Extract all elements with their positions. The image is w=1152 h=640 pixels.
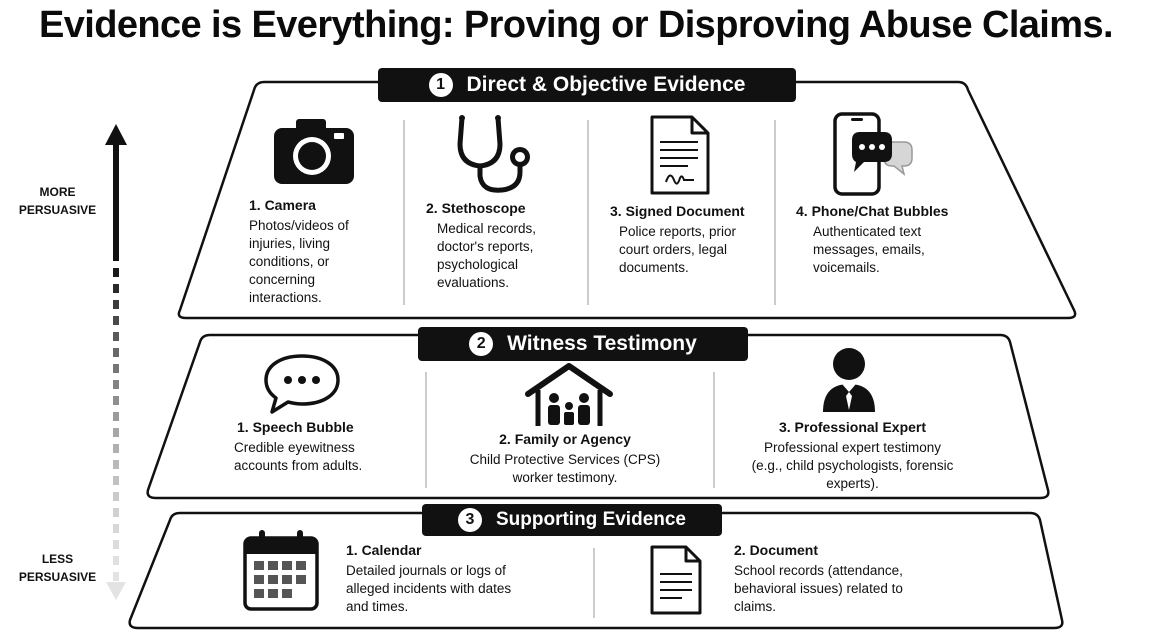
- tier-2-item-family-agency: 2. Family or Agency Child Protective Ser…: [460, 431, 670, 487]
- tier-3-item-calendar: 1. Calendar Detailed journals or logs of…: [346, 542, 546, 616]
- tier-2-label: Witness Testimony: [507, 332, 697, 355]
- item-name: 3. Signed Document: [610, 203, 745, 219]
- item-description: Photos/videos of injuries, living condit…: [249, 218, 349, 305]
- item-description: Credible eyewitness accounts from adults…: [234, 440, 363, 473]
- item-description: Professional expert testimony (e.g., chi…: [751, 440, 954, 491]
- tier-1-item-stethoscope: 2. Stethoscope Medical records, doctor's…: [426, 200, 584, 292]
- document-icon: [650, 545, 702, 615]
- tier-1-number: 1: [428, 73, 453, 97]
- item-name: 2. Document: [734, 542, 819, 558]
- tier-3-panel: [128, 511, 1064, 630]
- signed-document-icon: [650, 115, 710, 195]
- tier-3-number: 3: [457, 508, 482, 532]
- item-name: 1. Camera: [249, 197, 316, 213]
- item-name: 2. Stethoscope: [426, 200, 526, 216]
- tier-1-label: Direct & Objective Evidence: [466, 73, 746, 96]
- tier-1-item-signed-document: 3. Signed Document Police reports, prior…: [610, 203, 770, 277]
- tier-1-item-phone-chat: 4. Phone/Chat Bubbles Authenticated text…: [796, 203, 996, 277]
- item-description: Authenticated text messages, emails, voi…: [813, 224, 925, 275]
- item-name: 4. Phone/Chat Bubbles: [796, 203, 949, 219]
- tier-1-header: 1 Direct & Objective Evidence: [378, 68, 796, 102]
- item-name: 3. Professional Expert: [778, 419, 927, 435]
- tier-2-item-speech-bubble: 1. Speech Bubble Credible eyewitness acc…: [234, 419, 414, 475]
- more-persuasive-label: MORE PERSUASIVE: [18, 185, 97, 217]
- tier-1-item-camera: 1. Camera Photos/videos of injuries, liv…: [249, 197, 399, 307]
- item-name: 1. Calendar: [346, 542, 422, 558]
- item-name: 2. Family or Agency: [499, 431, 631, 447]
- item-description: Child Protective Services (CPS) worker t…: [469, 452, 661, 485]
- tier-2-item-professional-expert: 3. Professional Expert Professional expe…: [750, 419, 955, 493]
- camera-icon: [274, 119, 354, 184]
- item-description: School records (attendance, behavioral i…: [734, 563, 903, 614]
- persuasiveness-arrow: [105, 124, 127, 600]
- tier-2-header: 2 Witness Testimony: [418, 327, 748, 361]
- calendar-icon: [243, 530, 319, 611]
- tier-3-item-document: 2. Document School records (attendance, …: [734, 542, 944, 616]
- professional-expert-icon: [823, 348, 875, 412]
- item-description: Medical records, doctor's reports, psych…: [437, 221, 537, 290]
- less-persuasive-label: LESS PERSUASIVE: [18, 552, 97, 584]
- tier-3-label: Supporting Evidence: [495, 509, 687, 530]
- tier-3-header: 3 Supporting Evidence: [422, 504, 722, 536]
- tier-2-number: 2: [469, 332, 494, 356]
- page-title: Evidence is Everything: Proving or Dispr…: [39, 4, 1114, 46]
- item-description: Detailed journals or logs of alleged inc…: [346, 563, 512, 614]
- stethoscope-icon: [457, 115, 530, 193]
- family-house-icon: [525, 363, 613, 426]
- item-description: Police reports, prior court orders, lega…: [619, 224, 737, 275]
- phone-chat-icon: [833, 112, 913, 196]
- item-name: 1. Speech Bubble: [237, 419, 354, 435]
- speech-bubble-icon: [264, 354, 340, 414]
